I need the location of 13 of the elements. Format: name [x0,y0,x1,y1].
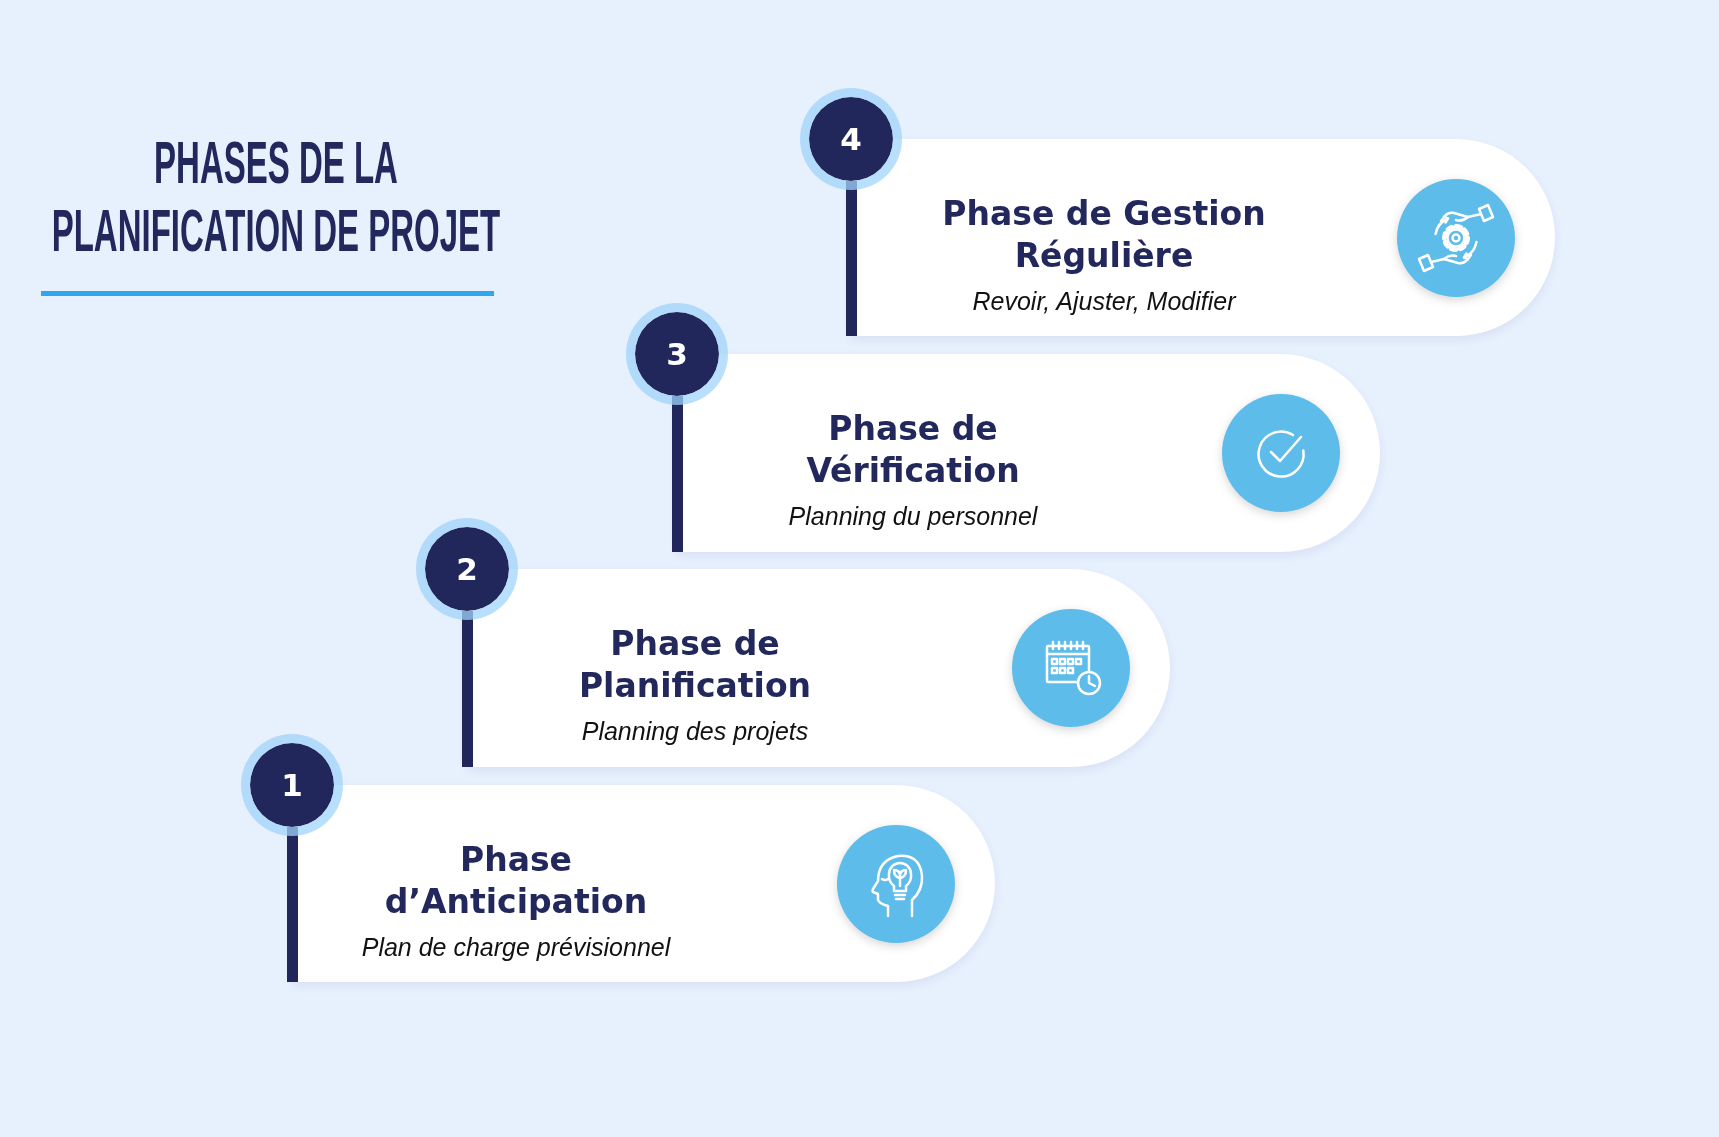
phase-subtitle: Planning du personnel [787,501,1039,532]
phase-title: Phase de Gestion Régulière [941,193,1267,277]
phase-subtitle: Planning des projets [580,716,810,747]
phase-title: Phase de Vérification [805,408,1021,492]
step-number: 1 [281,768,303,802]
phase-subtitle: Plan de charge prévisionnel [360,932,672,963]
step-number: 4 [840,122,862,156]
phase-subtitle: Revoir, Ajuster, Modifier [971,286,1238,317]
step-number: 2 [456,552,478,586]
phase-title: Phase d’Anticipation [383,839,649,923]
step-number: 3 [666,337,688,371]
page-title: PHASES DE LA PLANIFICATION DE PROJET [50,129,502,265]
phase-title: Phase de Planification [577,623,813,707]
